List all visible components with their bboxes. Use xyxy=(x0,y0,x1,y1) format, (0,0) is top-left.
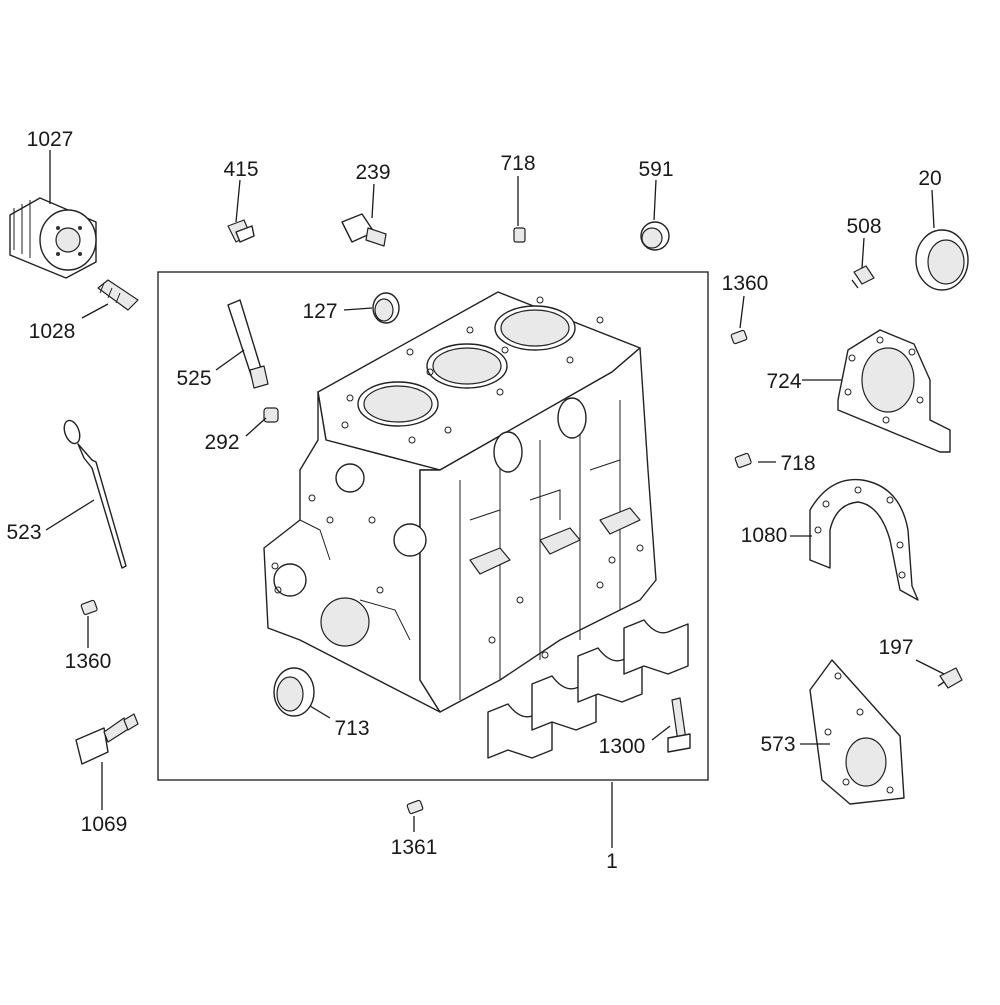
leader-lines xyxy=(45,150,945,848)
callout-1: 1 xyxy=(606,850,618,873)
callout-591: 591 xyxy=(638,158,673,181)
bolt-197 xyxy=(937,667,963,689)
cylinder-block-frame xyxy=(157,271,709,781)
seal-housing-724 xyxy=(837,329,951,453)
dowel-pin-1361 xyxy=(406,799,424,815)
callout-718-top: 718 xyxy=(500,152,535,175)
callout-724: 724 xyxy=(766,370,801,393)
callout-718-right: 718 xyxy=(780,452,815,475)
oil-seal-713 xyxy=(273,667,315,717)
callout-1300: 1300 xyxy=(599,735,646,758)
callout-523: 523 xyxy=(6,521,41,544)
main-bearing-bolt-1300 xyxy=(667,697,691,753)
dipstick-523 xyxy=(63,419,127,569)
callout-508: 508 xyxy=(846,215,881,238)
cylinder-block-drawing xyxy=(263,291,657,713)
adapter-1069 xyxy=(75,713,139,765)
callout-415: 415 xyxy=(223,158,258,181)
callout-labels: 1027 1028 415 239 718 591 20 508 1360 12… xyxy=(6,128,941,873)
callout-525: 525 xyxy=(176,367,211,390)
dowel-pin-718-top xyxy=(513,227,526,243)
callout-1027: 1027 xyxy=(27,128,74,151)
callout-239: 239 xyxy=(355,161,390,184)
bushing-292 xyxy=(263,407,279,423)
callout-713: 713 xyxy=(334,717,369,740)
callout-197: 197 xyxy=(878,636,913,659)
oil-pressure-switch-239 xyxy=(341,213,387,247)
callout-1361: 1361 xyxy=(391,836,438,859)
plug-415 xyxy=(227,219,255,243)
dowel-pin-718-right xyxy=(734,452,752,469)
pipe-525 xyxy=(227,299,269,389)
dowel-pin-1360-left xyxy=(80,599,98,616)
callout-573: 573 xyxy=(760,733,795,756)
callout-292: 292 xyxy=(204,431,239,454)
callout-1360-right: 1360 xyxy=(722,272,769,295)
callout-20: 20 xyxy=(918,167,941,190)
bearing-caps xyxy=(487,619,689,759)
expansion-plug-591 xyxy=(640,221,670,251)
callout-1028: 1028 xyxy=(29,320,76,343)
rear-plate-573 xyxy=(809,659,905,805)
dowel-pin-1360-right xyxy=(730,329,748,345)
oil-seal-20 xyxy=(915,229,969,291)
plug-127 xyxy=(372,292,400,324)
bolt-508 xyxy=(851,265,875,289)
callout-1080: 1080 xyxy=(741,524,788,547)
callout-1360-left: 1360 xyxy=(65,650,112,673)
gasket-1080 xyxy=(809,478,919,601)
threaded-stud-1028 xyxy=(97,279,139,311)
callout-1069: 1069 xyxy=(81,813,128,836)
callout-127: 127 xyxy=(302,300,337,323)
oil-filter-1027 xyxy=(9,197,97,279)
